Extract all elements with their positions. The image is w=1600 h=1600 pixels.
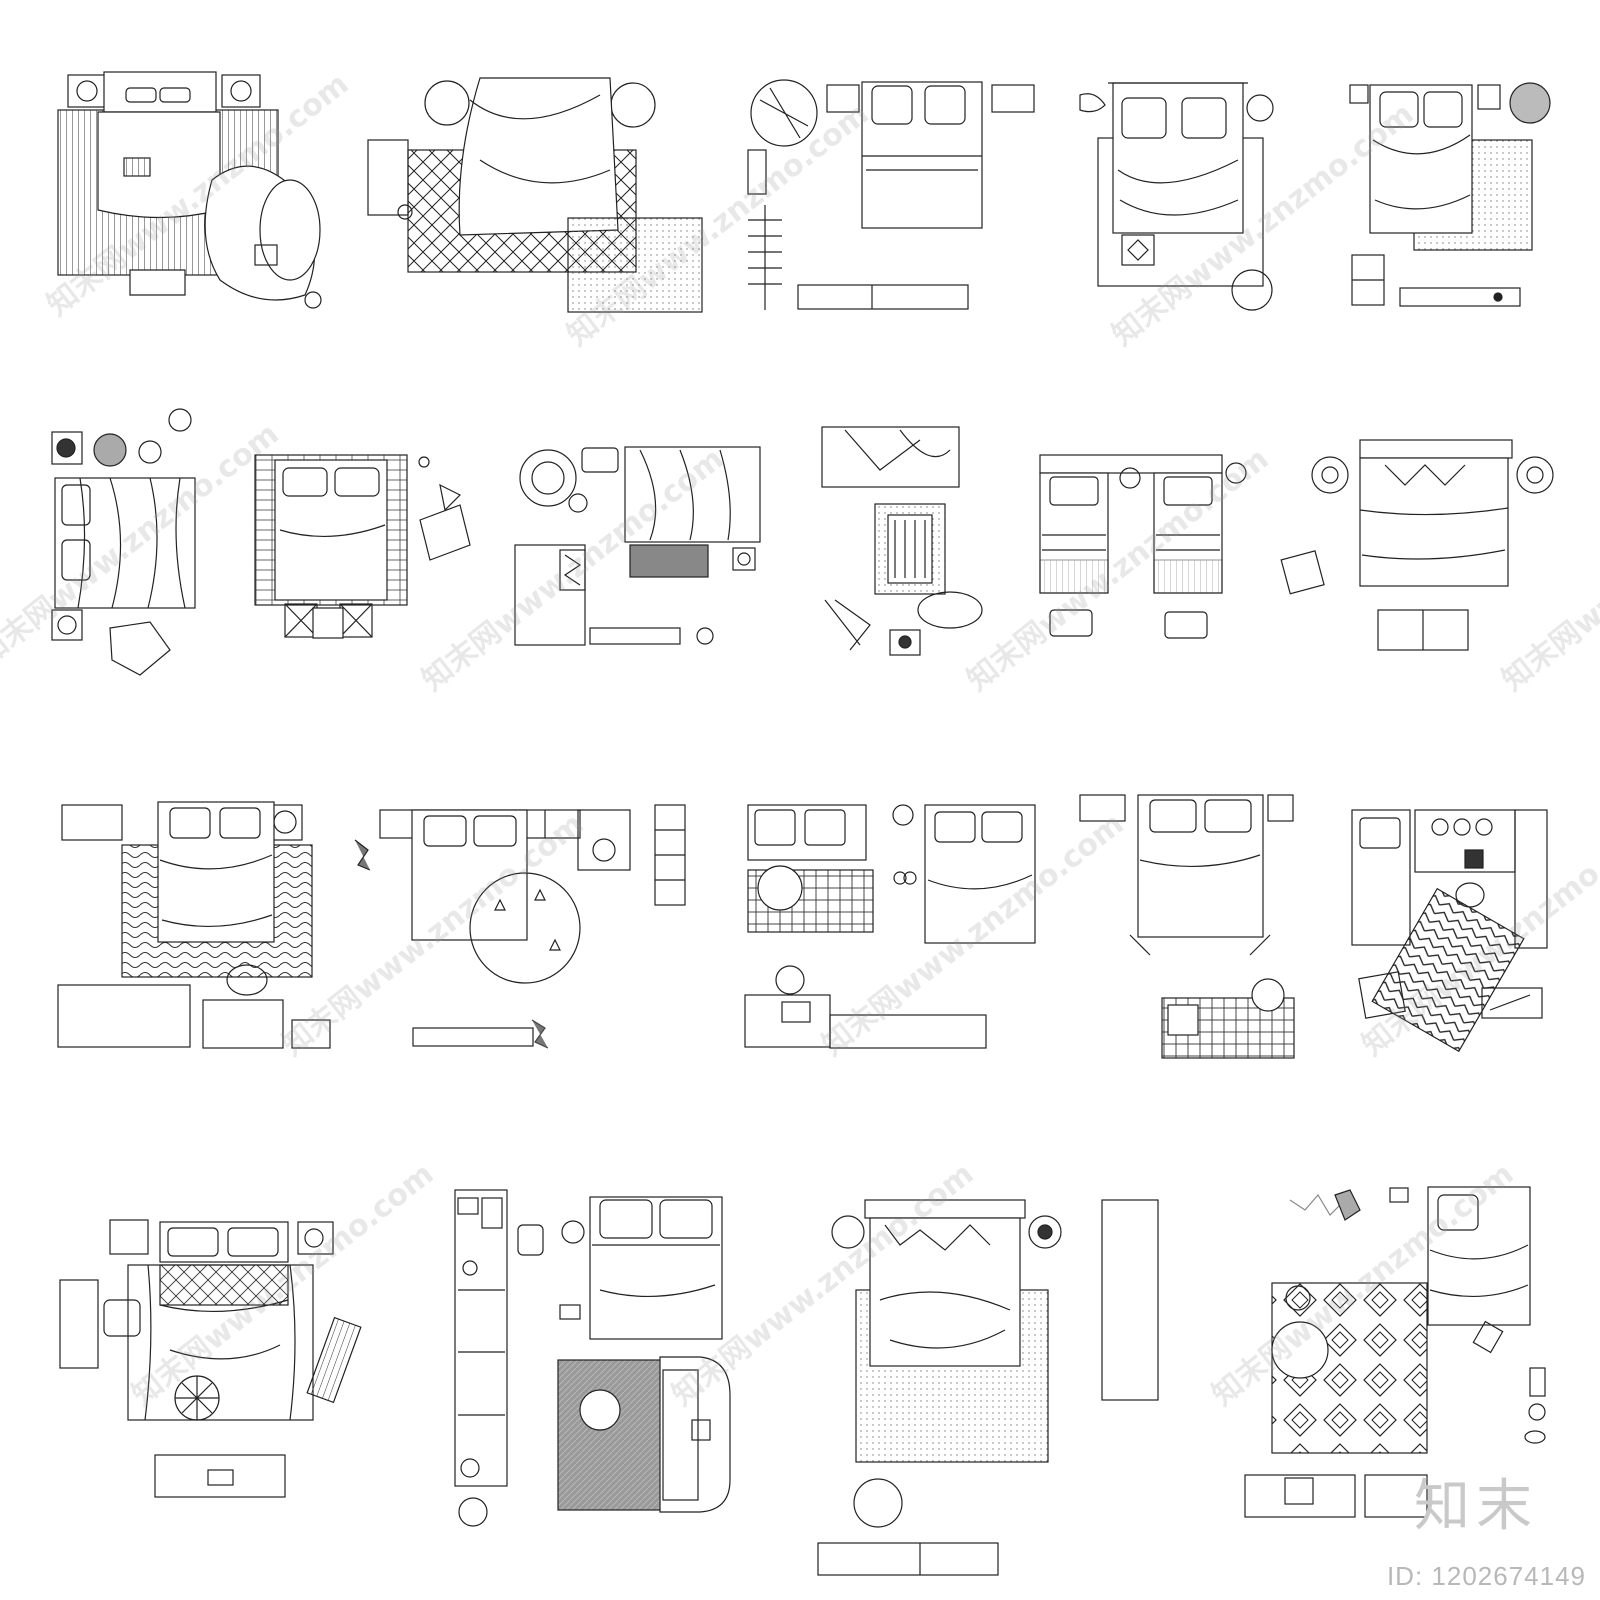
plan-18 — [454, 1189, 731, 1527]
image-id-label: ID: 1202674149 — [1386, 1561, 1586, 1591]
plan-3 — [747, 79, 1035, 310]
plan-6 — [51, 408, 196, 676]
plan-20 — [1244, 1186, 1546, 1518]
plan-12 — [57, 801, 331, 1049]
plan-7 — [254, 454, 471, 639]
plan-17 — [59, 1219, 362, 1498]
plan-19 — [817, 1199, 1159, 1576]
plan-16 — [1351, 809, 1548, 1053]
plan-14 — [744, 804, 1036, 1049]
plan-4 — [1079, 82, 1274, 311]
plan-9 — [821, 426, 983, 656]
plan-11 — [1280, 439, 1554, 651]
plan-8 — [514, 446, 761, 646]
plan-5 — [1349, 82, 1551, 307]
znzmo-logo: 知末 — [1414, 1474, 1538, 1539]
plan-10 — [1039, 454, 1247, 639]
plan-13 — [354, 804, 686, 1049]
plan-2 — [367, 77, 703, 313]
plan-15 — [1079, 794, 1295, 1059]
plan-1 — [57, 71, 322, 309]
